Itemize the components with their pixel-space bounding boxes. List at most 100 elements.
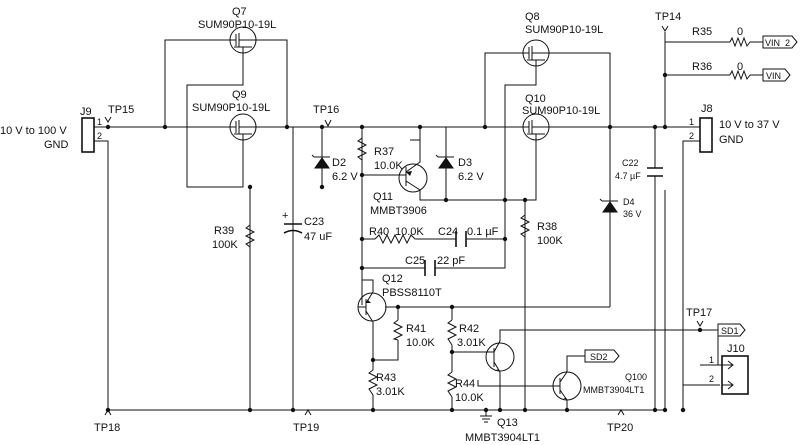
d4-value: 36 V [623,209,642,219]
q12-part: PBSS8110T [382,287,442,299]
tp20-label: TP20 [607,422,633,434]
j10-pin2: 2 [709,374,714,384]
j8-label-1: 10 V to 37 V [719,119,780,131]
r38-value: 100K [537,235,563,247]
r40-ref: R40 [369,226,389,238]
r35-ref: R35 [692,26,712,38]
resistor-r42: R42 3.01K [446,319,486,349]
transistor-q12: Q12 PBSS8110T [357,273,442,323]
j10-pin1: 1 [709,355,714,365]
c25-ref: C25 [405,255,425,267]
resistor-r41: R41 10.0K [392,319,435,349]
tp15-label: TP15 [108,104,134,116]
j8-ref: J8 [701,103,713,115]
connector-j10: J10 1 2 [709,343,749,395]
q11-ref: Q11 [373,191,393,203]
r43-value: 3.01K [376,386,405,398]
d2-value: 6.2 V [332,171,358,183]
q11-part: MMBT3906 [370,205,427,217]
capacitor-c25: C25 22 pF [405,255,465,276]
tp16-label: TP16 [313,104,339,116]
resistor-r40: R40 10.0K [369,226,424,245]
mosfet-q9: Q9 SUM90P10-19L [192,89,270,141]
tp17-label: TP17 [686,307,712,319]
r43-ref: R43 [376,372,396,384]
tp19-label: TP19 [293,422,319,434]
j10-ref: J10 [727,343,745,355]
q10-part: SUM90P10-19L [522,105,600,117]
netflag-sd2: SD2 [584,349,620,363]
r39-ref: R39 [214,225,234,237]
q13-part: MMBT3904LT1 [465,432,540,444]
sd1-label: SD1 [721,326,739,336]
transistor-q13: Q13 MMBT3904LT1 [465,340,540,444]
wires [97,32,763,411]
capacitor-c24: C24 0.1 µF [438,226,499,247]
q7-ref: Q7 [232,6,247,18]
diode-d4: D4 36 V [599,197,642,219]
diode-d2: D2 6.2 V [311,154,358,183]
j8-pin2: 2 [689,131,694,141]
j9-label-1: 10 V to 100 V [0,125,67,137]
d4-ref: D4 [623,197,635,207]
mosfet-q10: Q10 SUM90P10-19L [522,93,600,141]
j9-label-2: GND [44,139,69,151]
connector-j8: J8 1 2 10 V to 37 V GND [689,103,780,153]
r38-ref: R38 [537,221,557,233]
r37-value: 10.0K [374,160,403,172]
q9-part: SUM90P10-19L [192,102,270,114]
c22-value: 4.7 µF [615,171,641,181]
d3-ref: D3 [458,157,472,169]
resistor-r38: R38 100K [519,214,563,247]
transistor-q100: Q100 MMBT3904LT1 [552,371,647,401]
q8-ref: Q8 [525,11,540,23]
r37-ref: R37 [374,146,394,158]
c24-value: 0.1 µF [467,226,499,238]
resistor-r35: R35 0 [692,26,751,48]
c24-ref: C24 [438,226,458,238]
c23-ref: C23 [304,216,324,228]
tp14-label: TP14 [655,11,681,23]
resistor-r37: R37 10.0K [356,137,403,172]
q9-ref: Q9 [232,89,247,101]
resistor-r43: R43 3.01K [367,369,405,398]
sd2-label: SD2 [590,352,608,362]
netflag-sd1: SD1 [717,323,746,337]
transistor-q11: Q11 MMBT3906 [370,140,428,217]
q100-ref: Q100 [625,372,647,382]
r44-ref: R44 [455,378,475,390]
r44-value: 10.0K [455,392,484,404]
r42-value: 3.01K [457,337,486,349]
capacitor-c22: C22 4.7 µF [615,158,663,181]
c23-value: 47 uF [304,231,332,243]
j8-label-2: GND [719,134,744,146]
junctions [105,72,703,413]
capacitor-c23: + C23 47 uF [282,210,332,243]
netflag-vin: VIN [762,68,791,82]
d3-value: 6.2 V [458,171,484,183]
r40-value: 10.0K [395,226,424,238]
ground-symbol [480,410,492,423]
diode-d3: D3 6.2 V [435,154,484,183]
q100-part: MMBT3904LT1 [583,385,644,395]
r39-value: 100K [212,239,238,251]
j9-pin2: 2 [97,131,102,141]
r35-value: 0 [737,26,743,38]
j8-pin1: 1 [689,117,694,127]
resistor-r36: R36 0 [692,61,751,81]
c25-value: 22 pF [437,255,465,267]
tp18-label: TP18 [94,422,120,434]
testpoints: TP15 TP16 TP14 TP17 TP18 TP19 TP20 [94,11,712,434]
q7-part: SUM90P10-19L [198,19,276,31]
r36-ref: R36 [692,61,712,73]
vin2-label: VIN_2 [765,38,790,48]
r41-ref: R41 [406,323,426,335]
q8-part: SUM90P10-19L [525,24,603,36]
q10-ref: Q10 [525,93,546,105]
netflag-vin2: VIN_2 [762,35,798,49]
mosfet-q7: Q7 SUM90P10-19L [198,6,276,57]
r36-value: 0 [737,61,743,73]
r41-value: 10.0K [406,337,435,349]
c23-plus: + [282,210,288,222]
